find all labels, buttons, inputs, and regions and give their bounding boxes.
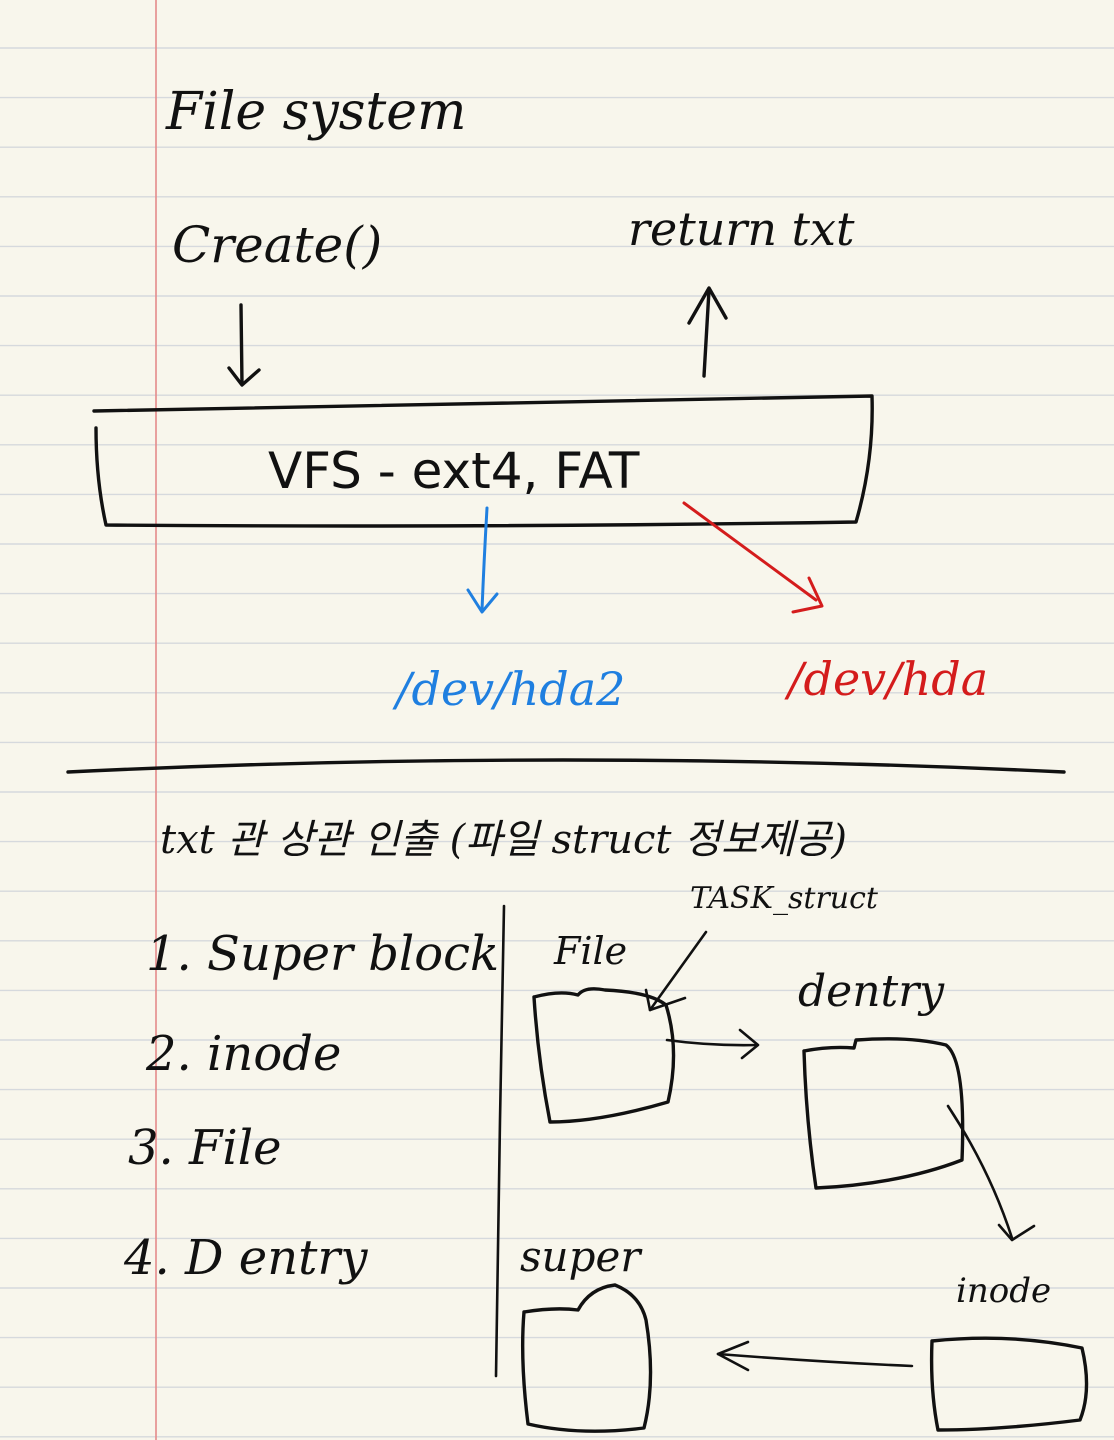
task-struct-label: TASK_struct: [690, 881, 878, 916]
return-label: return txt: [628, 202, 855, 256]
dentry-box: [802, 1037, 965, 1190]
super-box: [520, 1283, 653, 1433]
section-divider: [66, 758, 1066, 774]
dentry-to-inode-arrow: [946, 1104, 1036, 1242]
dentry-label: dentry: [798, 966, 945, 1017]
device-hda-label: /dev/hda: [788, 652, 989, 706]
blue-arrow: [466, 506, 499, 614]
heading-file-system: File system: [166, 82, 467, 142]
super-label: super: [520, 1232, 641, 1281]
inode-to-super-arrow: [716, 1340, 914, 1372]
vfs-box-label: VFS - ext4, FAT: [268, 442, 640, 500]
column-divider: [494, 904, 506, 1378]
file-to-dentry-arrow: [665, 1028, 760, 1060]
inode-label: inode: [956, 1271, 1052, 1311]
vfs-box: [92, 394, 874, 528]
return-up-arrow: [687, 286, 728, 378]
section-title: txt 관 상관 인출 (파일 struct 정보제공): [160, 817, 847, 863]
list-item-inode: 2. inode: [146, 1026, 342, 1082]
list-item-super-block: 1. Super block: [146, 926, 500, 982]
inode-box: [929, 1336, 1089, 1432]
device-hda2-label: /dev/hda2: [396, 662, 626, 716]
list-item-dentry: 4. D entry: [124, 1230, 368, 1286]
create-down-arrow: [227, 303, 261, 387]
red-arrow: [682, 501, 824, 614]
file-object-label: File: [554, 929, 628, 973]
create-call-label: Create(): [172, 216, 383, 274]
task-struct-pointer-arrow: [644, 930, 708, 1012]
file-object-box: [532, 987, 676, 1124]
list-item-file: 3. File: [128, 1120, 282, 1176]
